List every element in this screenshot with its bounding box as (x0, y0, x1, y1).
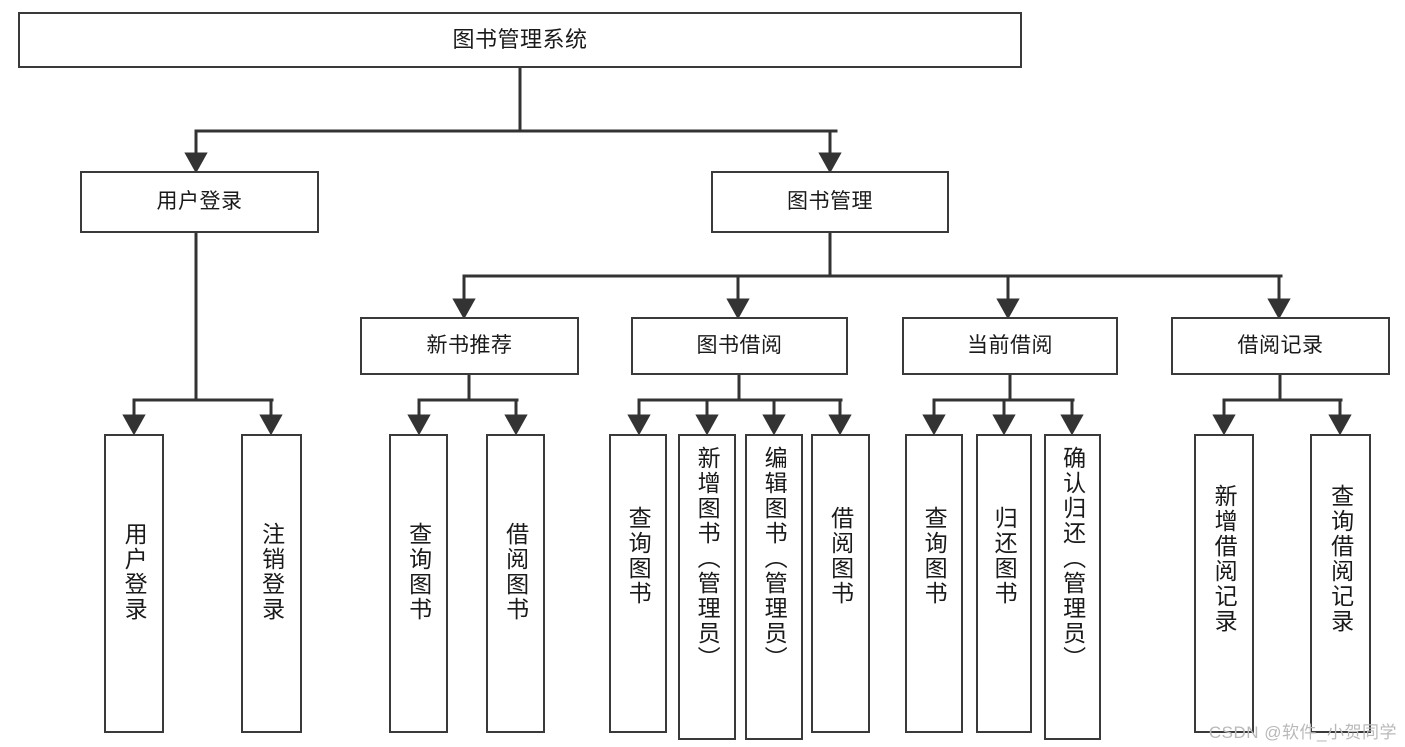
node-label: 新增图书（管理员） (694, 446, 721, 671)
node-label: 当前借阅 (967, 334, 1053, 358)
node-book-borrowing[interactable]: 图书借阅 (631, 317, 848, 375)
leaf-add-book-admin[interactable]: 新增图书（管理员） (678, 434, 736, 740)
leaf-query-books-current[interactable]: 查询图书 (905, 434, 963, 733)
node-current-borrowing[interactable]: 当前借阅 (902, 317, 1118, 375)
node-label: 查询图书 (921, 506, 948, 606)
node-label: 图书借阅 (696, 334, 783, 358)
node-label: 编辑图书（管理员） (761, 446, 788, 671)
node-label: 用户登录 (121, 522, 148, 622)
node-root-book-management-system[interactable]: 图书管理系统 (18, 12, 1022, 68)
leaf-borrow-books-recommend[interactable]: 借阅图书 (486, 434, 545, 733)
node-label: 确认归还（管理员） (1059, 446, 1086, 671)
node-label: 注销登录 (258, 522, 285, 622)
csdn-watermark: CSDN @软件_小贺同学 (1208, 723, 1397, 742)
node-label: 查询借阅记录 (1327, 484, 1354, 634)
node-label: 新增借阅记录 (1211, 484, 1238, 634)
node-label: 借阅图书 (827, 506, 854, 606)
leaf-query-borrowing-record[interactable]: 查询借阅记录 (1310, 434, 1371, 733)
node-label: 借阅记录 (1237, 334, 1324, 358)
leaf-logout[interactable]: 注销登录 (241, 434, 302, 733)
leaf-edit-book-admin[interactable]: 编辑图书（管理员） (745, 434, 803, 740)
node-label: 图书管理 (787, 190, 873, 214)
leaf-return-books[interactable]: 归还图书 (976, 434, 1032, 733)
leaf-query-books-borrowing[interactable]: 查询图书 (609, 434, 667, 733)
node-label: 归还图书 (991, 506, 1018, 606)
node-label: 查询图书 (405, 522, 432, 622)
node-label: 新书推荐 (426, 334, 513, 358)
node-borrowing-records[interactable]: 借阅记录 (1171, 317, 1390, 375)
leaf-confirm-return-admin[interactable]: 确认归还（管理员） (1044, 434, 1101, 740)
node-label: 用户登录 (156, 190, 243, 214)
leaf-borrow-books-borrowing[interactable]: 借阅图书 (811, 434, 870, 733)
node-user-login[interactable]: 用户登录 (80, 171, 319, 233)
leaf-user-login[interactable]: 用户登录 (104, 434, 164, 733)
node-label: 查询图书 (625, 506, 652, 606)
leaf-add-borrowing-record[interactable]: 新增借阅记录 (1194, 434, 1254, 733)
node-book-management[interactable]: 图书管理 (711, 171, 949, 233)
node-label: 借阅图书 (502, 522, 529, 622)
node-new-book-recommendation[interactable]: 新书推荐 (360, 317, 579, 375)
leaf-query-books-recommend[interactable]: 查询图书 (389, 434, 448, 733)
node-label: 图书管理系统 (452, 26, 588, 52)
